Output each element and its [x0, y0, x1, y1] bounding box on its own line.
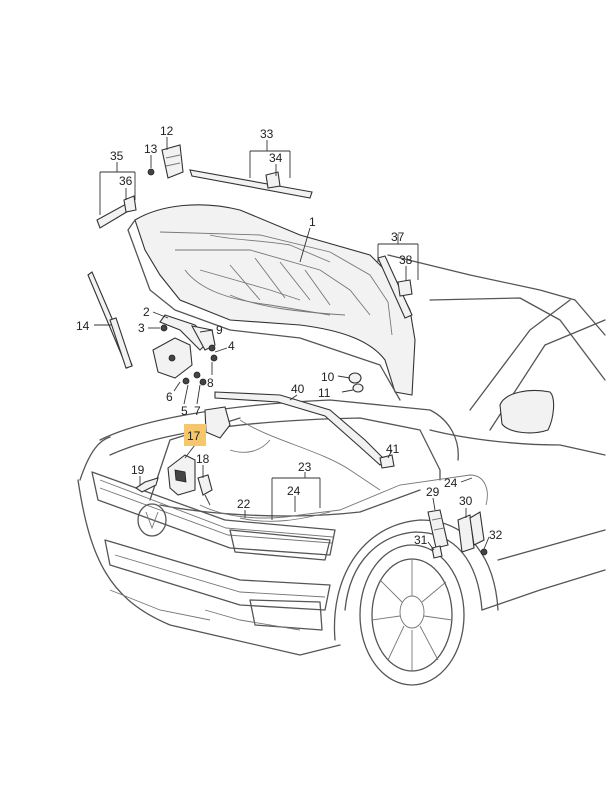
hood-seal-40 — [214, 391, 386, 466]
screw-31 — [431, 545, 443, 559]
callout-22: 22 — [237, 497, 251, 511]
callout-34: 34 — [269, 151, 283, 165]
switch-18 — [197, 474, 213, 506]
callout-8: 8 — [207, 376, 214, 390]
release-cable — [199, 474, 488, 522]
hinge-bracket — [159, 314, 216, 351]
highlight-box — [184, 424, 206, 446]
callout-9: 9 — [216, 323, 223, 337]
retainer-38 — [397, 279, 413, 297]
callout-1: 1 — [309, 215, 316, 229]
callout-6: 6 — [166, 390, 173, 404]
callout-24b: 24 — [444, 476, 458, 490]
rubber-stop — [348, 372, 364, 393]
callout-36: 36 — [119, 174, 133, 188]
hood-latch — [152, 337, 193, 379]
cable-clip-41 — [379, 454, 395, 469]
callout-5: 5 — [181, 404, 188, 418]
callout-10: 10 — [321, 370, 335, 384]
callout-labels: 1 2 3 4 5 6 7 8 9 10 11 12 13 14 17 18 1… — [76, 124, 503, 547]
callout-7: 7 — [194, 404, 201, 418]
bracket-30 — [457, 511, 485, 553]
release-handle-29 — [427, 509, 449, 549]
callout-19: 19 — [131, 463, 145, 477]
hood-buffer — [161, 144, 184, 179]
part-19 — [135, 477, 159, 493]
leader-lines — [94, 137, 490, 551]
callout-31: 31 — [414, 533, 428, 547]
callout-29: 29 — [426, 485, 440, 499]
callout-3: 3 — [138, 321, 145, 335]
hood-side-trim-37 — [377, 255, 413, 319]
clips-36 — [123, 195, 137, 213]
car-body-outline — [77, 254, 606, 686]
callout-40: 40 — [291, 382, 305, 396]
hood-panel — [127, 204, 416, 401]
callout-41: 41 — [386, 442, 400, 456]
callout-24a: 24 — [287, 484, 301, 498]
lock-mechanism-17 — [167, 454, 196, 496]
callout-11: 11 — [318, 386, 331, 400]
callout-33: 33 — [260, 127, 274, 141]
callout-14: 14 — [76, 319, 90, 333]
callout-23: 23 — [298, 460, 312, 474]
callout-17: 17 — [187, 429, 201, 443]
callout-12: 12 — [160, 124, 174, 138]
callout-18: 18 — [196, 452, 210, 466]
callout-38: 38 — [399, 253, 413, 267]
callout-35: 35 — [110, 149, 124, 163]
callout-32: 32 — [489, 528, 503, 542]
callout-37: 37 — [391, 230, 405, 244]
clips-34 — [265, 171, 281, 189]
callout-13: 13 — [144, 142, 158, 156]
gas-strut — [87, 271, 133, 369]
callout-30: 30 — [459, 494, 473, 508]
callout-4: 4 — [228, 339, 235, 353]
hood-seal-strip — [189, 169, 313, 199]
callout-2: 2 — [143, 305, 150, 319]
lock-carrier — [204, 406, 231, 439]
